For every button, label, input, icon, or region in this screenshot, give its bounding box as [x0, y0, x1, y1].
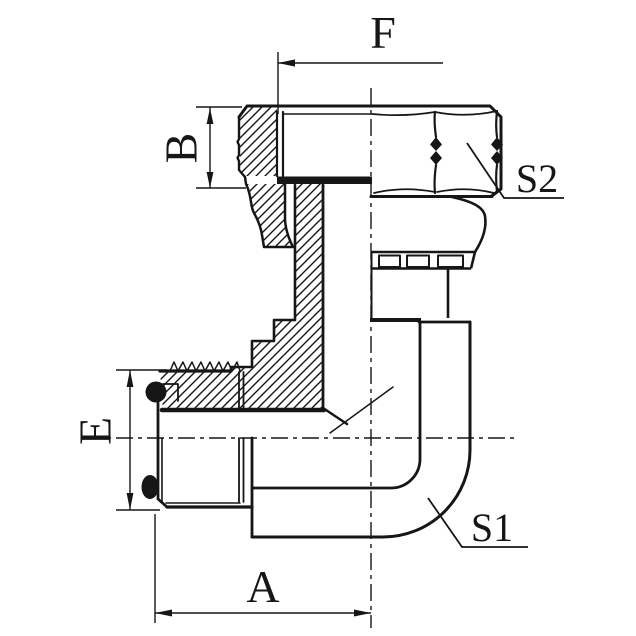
hex-chamfer-arcs-top — [371, 110, 498, 116]
callout-label-s2: S2 — [516, 156, 558, 201]
nut-sleeve-inner-edges — [275, 110, 285, 178]
dimension-label-e: E — [70, 417, 121, 445]
dimension-label-a: A — [246, 561, 279, 612]
bore-chamfer — [321, 406, 349, 426]
washer-slot — [378, 254, 401, 268]
nut-sleeve-outer-edge — [236, 115, 247, 179]
elbow-body-hatch — [160, 184, 323, 410]
port-face — [156, 401, 169, 509]
port-thread-teeth — [169, 361, 241, 372]
b-extension-lines — [196, 106, 246, 189]
f-arrowhead — [278, 59, 295, 67]
hex-edge-diamonds — [430, 137, 503, 165]
hex-edge-right — [495, 109, 499, 194]
e-extension-lines — [116, 369, 167, 511]
callout-label-s1: S1 — [471, 505, 513, 550]
o-ring-bottom — [141, 475, 159, 499]
section-hatching — [160, 107, 323, 410]
nut-skirt-right — [450, 195, 487, 254]
dimension-label-b: B — [156, 133, 207, 164]
a-arrowheads — [155, 609, 371, 617]
washer-and-neck — [370, 250, 477, 322]
washer-right-edge — [469, 251, 477, 269]
thread-runout-lines — [238, 371, 245, 503]
nut-sleeve-hatch — [240, 107, 277, 176]
dimension-f — [277, 52, 443, 114]
nut-bell-hatch — [246, 184, 293, 247]
s2-leader-line — [466, 142, 564, 199]
oring-groove — [162, 383, 179, 402]
nut-seat-seam — [277, 176, 372, 184]
male-port — [156, 361, 254, 509]
s1-leader-line — [427, 497, 528, 548]
washer-slot — [406, 254, 430, 268]
dimension-e — [116, 369, 167, 511]
b-arrowheads — [206, 108, 214, 188]
dimension-label-f: F — [370, 7, 396, 58]
cone-transition-line — [329, 386, 394, 434]
hex-edge-left — [433, 110, 438, 195]
hex-chamfer-arcs-bottom — [373, 188, 495, 194]
o-ring-top — [145, 381, 167, 403]
dimension-a — [154, 514, 371, 623]
elbow-inner-profile — [250, 320, 422, 490]
nut-bell-outline — [243, 175, 295, 249]
elbow-outer-profile — [250, 320, 472, 539]
washer-slot — [437, 254, 464, 268]
e-arrowheads — [126, 370, 134, 510]
